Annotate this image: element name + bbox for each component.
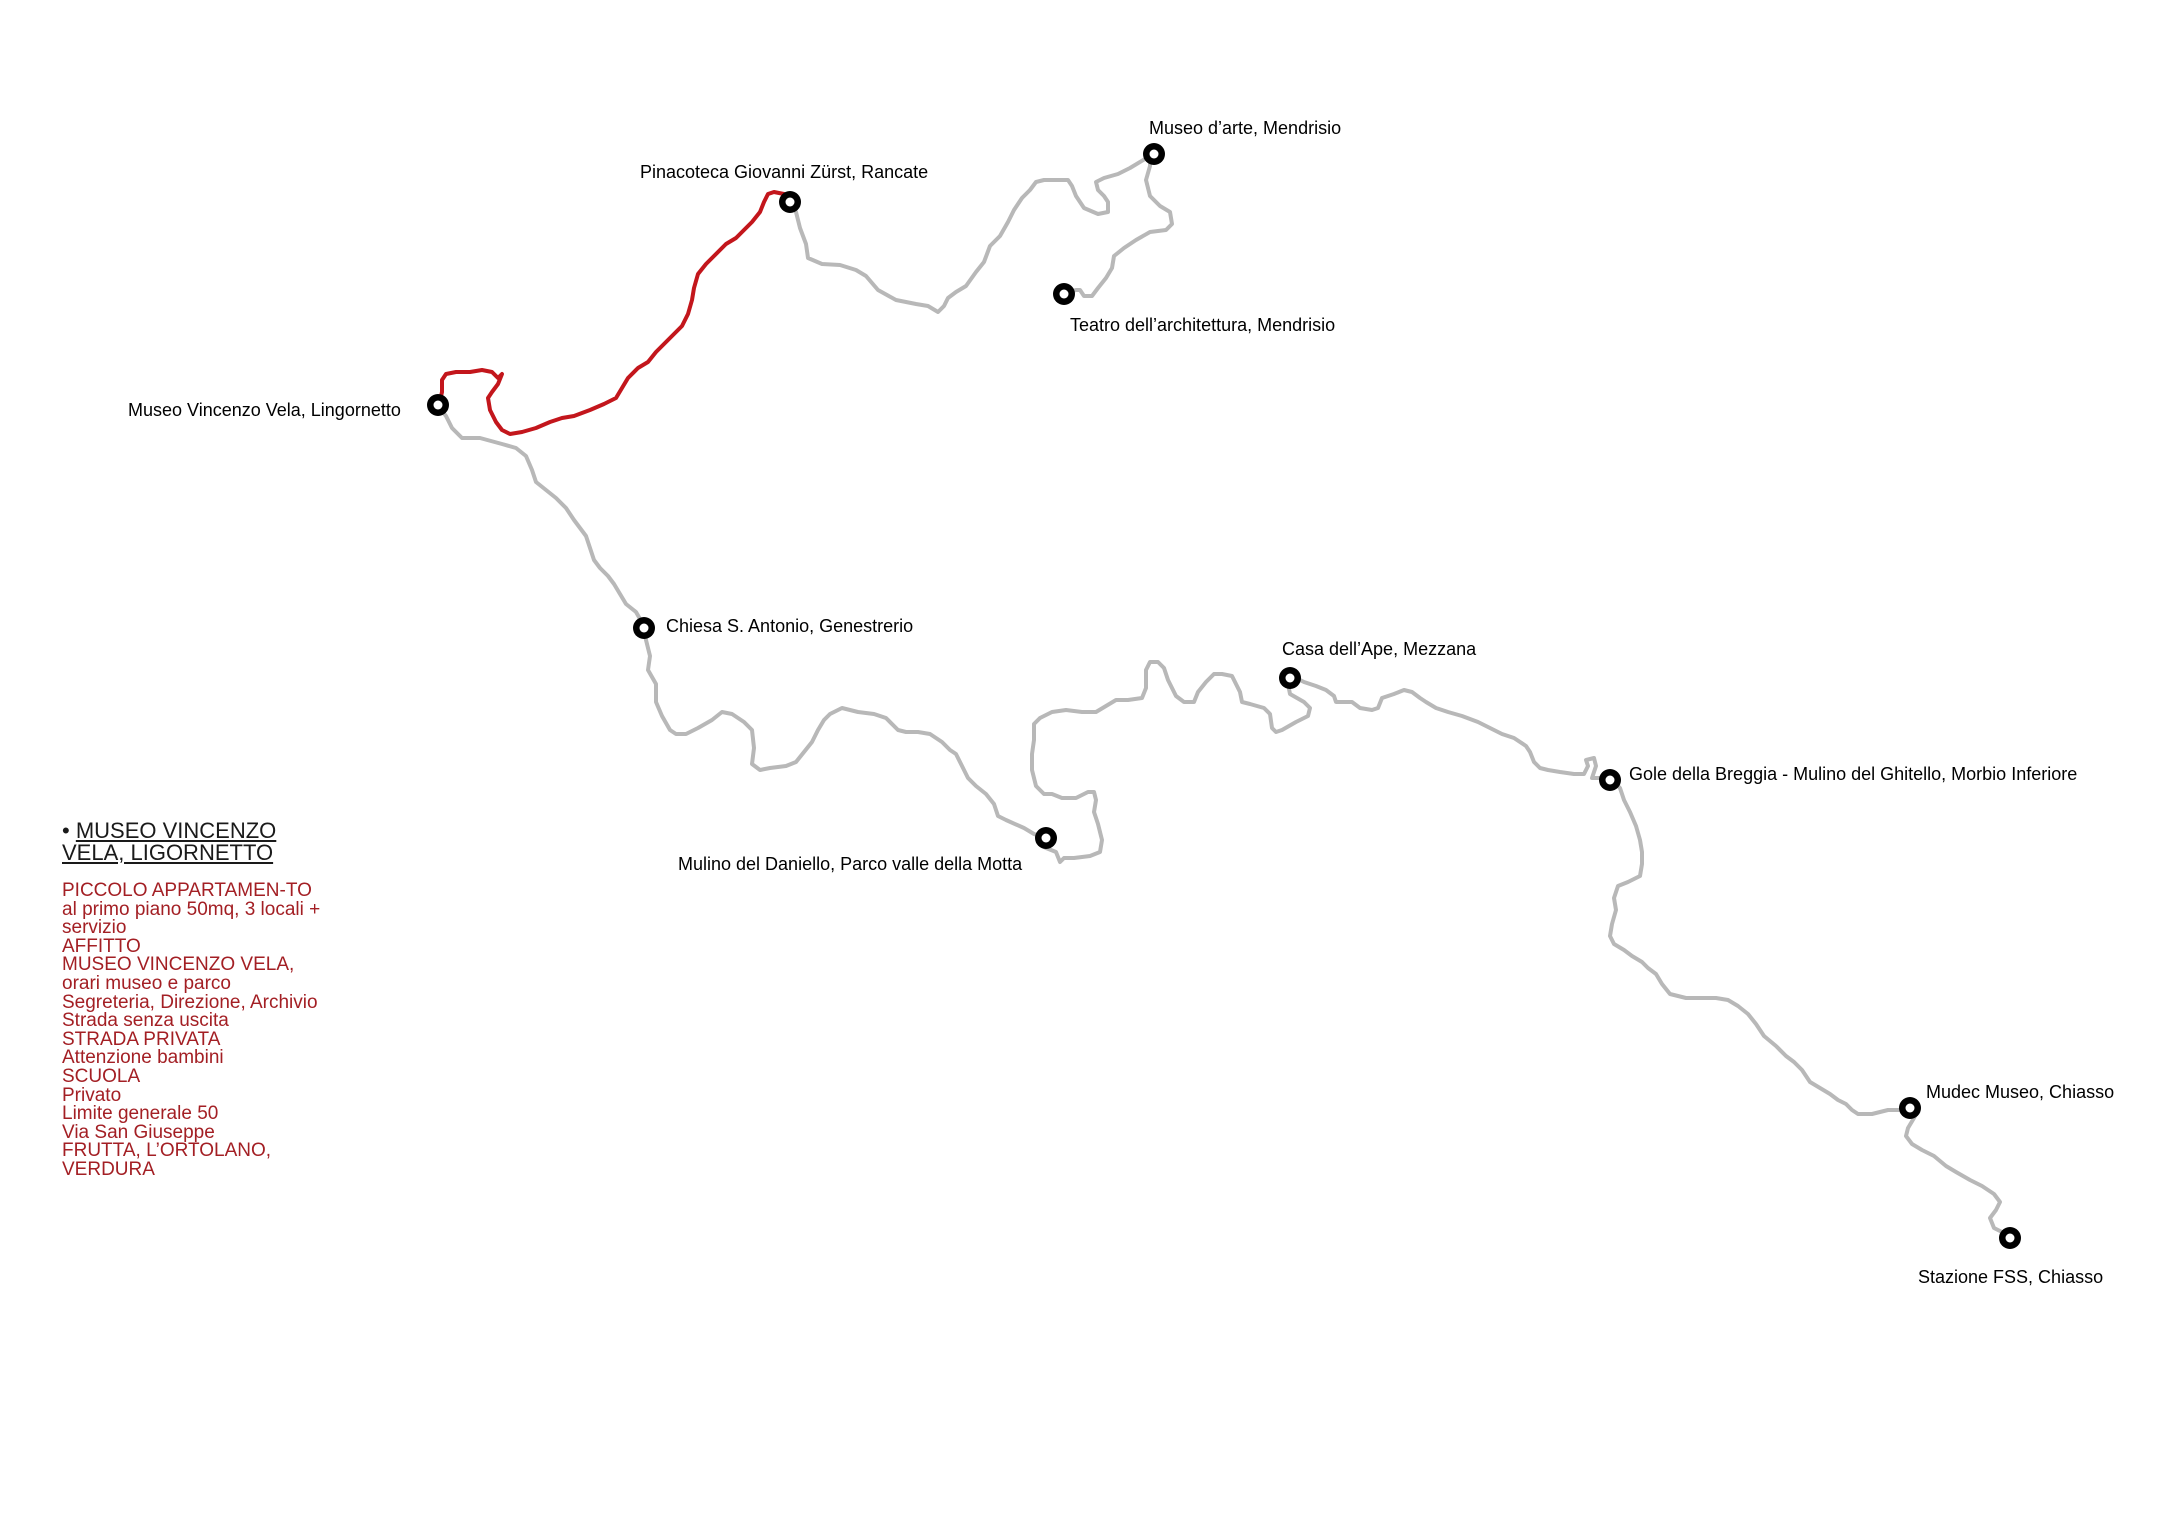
info-list-item: Segreteria, Direzione, Archivio — [62, 991, 318, 1013]
stop-label-museo-vela: Museo Vincenzo Vela, Lingornetto — [128, 400, 401, 420]
stop-marker-gole-breggia[interactable] — [1599, 769, 1621, 791]
stop-info-panel: • MUSEO VINCENZO VELA, LIGORNETTO PICCOL… — [62, 820, 322, 1180]
route-segment-museo-arte-teatro — [1060, 154, 1174, 298]
info-panel-title[interactable]: • MUSEO VINCENZO VELA, LIGORNETTO — [62, 820, 322, 864]
route-segment-casa-ape-gole — [1290, 674, 1616, 784]
info-list-item: PICCOLO APPARTAMEN-TO al primo piano 50m… — [62, 880, 321, 939]
route-segment-mulino-casa-ape — [1030, 660, 1312, 864]
info-list-item: FRUTTA, L’ORTOLANO, VERDURA — [62, 1140, 272, 1180]
stop-label-stazione: Stazione FSS, Chiasso — [1918, 1267, 2104, 1287]
route-segment-chiesa-mulino — [642, 624, 1048, 850]
stop-marker-mudec[interactable] — [1899, 1097, 1921, 1119]
active-route-vela-pinacoteca — [437, 190, 786, 436]
info-list-item: AFFITTO — [62, 935, 141, 957]
route-network — [435, 154, 2020, 1244]
info-bullet: • — [62, 818, 70, 843]
route-segment-gole-mudec — [1608, 780, 1920, 1116]
stop-label-mulino-daniello: Mulino del Daniello, Parco valle della M… — [678, 854, 1023, 874]
stop-label-mudec: Mudec Museo, Chiasso — [1926, 1082, 2115, 1102]
stop-label-teatro: Teatro dell’architettura, Mendrisio — [1070, 315, 1336, 335]
stop-label-casa-ape: Casa dell’Ape, Mezzana — [1282, 639, 1477, 659]
stop-marker-teatro[interactable] — [1053, 283, 1075, 305]
stop-marker-museo-vela[interactable] — [427, 394, 449, 416]
stop-marker-pinacoteca[interactable] — [779, 191, 801, 213]
stop-marker-chiesa[interactable] — [633, 617, 655, 639]
stop-marker-casa-ape[interactable] — [1279, 667, 1301, 689]
stop-marker-mulino-daniello[interactable] — [1035, 827, 1057, 849]
stop-label-gole-breggia: Gole della Breggia - Mulino del Ghitello… — [1629, 764, 2078, 784]
info-title-text: MUSEO VINCENZO VELA, LIGORNETTO — [62, 818, 277, 865]
info-list-item: MUSEO VINCENZO VELA, orari museo e parco — [62, 954, 295, 994]
route-segment-pinacoteca-museo-arte — [788, 154, 1152, 314]
route-segment-mudec-stazione — [1904, 1108, 2020, 1244]
info-list: PICCOLO APPARTAMEN-TO al primo piano 50m… — [62, 880, 322, 1180]
info-list-item: Strada senza uscita — [62, 1010, 229, 1032]
info-list-item: Limite generale 50 — [62, 1103, 219, 1125]
stop-markers — [427, 143, 2021, 1249]
info-list-item: Via San Giuseppe — [62, 1121, 215, 1143]
stop-marker-museo-arte[interactable] — [1143, 143, 1165, 165]
route-segment-vela-chiesa — [435, 403, 646, 628]
stop-marker-stazione[interactable] — [1999, 1227, 2021, 1249]
info-list-item: STRADA PRIVATA — [62, 1028, 221, 1050]
stop-label-chiesa: Chiesa S. Antonio, Genestrerio — [666, 616, 914, 636]
info-list-item: SCUOLA — [62, 1065, 141, 1087]
info-list-item: Privato — [62, 1084, 122, 1106]
info-list-item: Attenzione bambini — [62, 1047, 224, 1069]
stop-label-museo-arte: Museo d’arte, Mendrisio — [1149, 118, 1342, 138]
stop-label-pinacoteca: Pinacoteca Giovanni Zürst, Rancate — [640, 162, 929, 182]
